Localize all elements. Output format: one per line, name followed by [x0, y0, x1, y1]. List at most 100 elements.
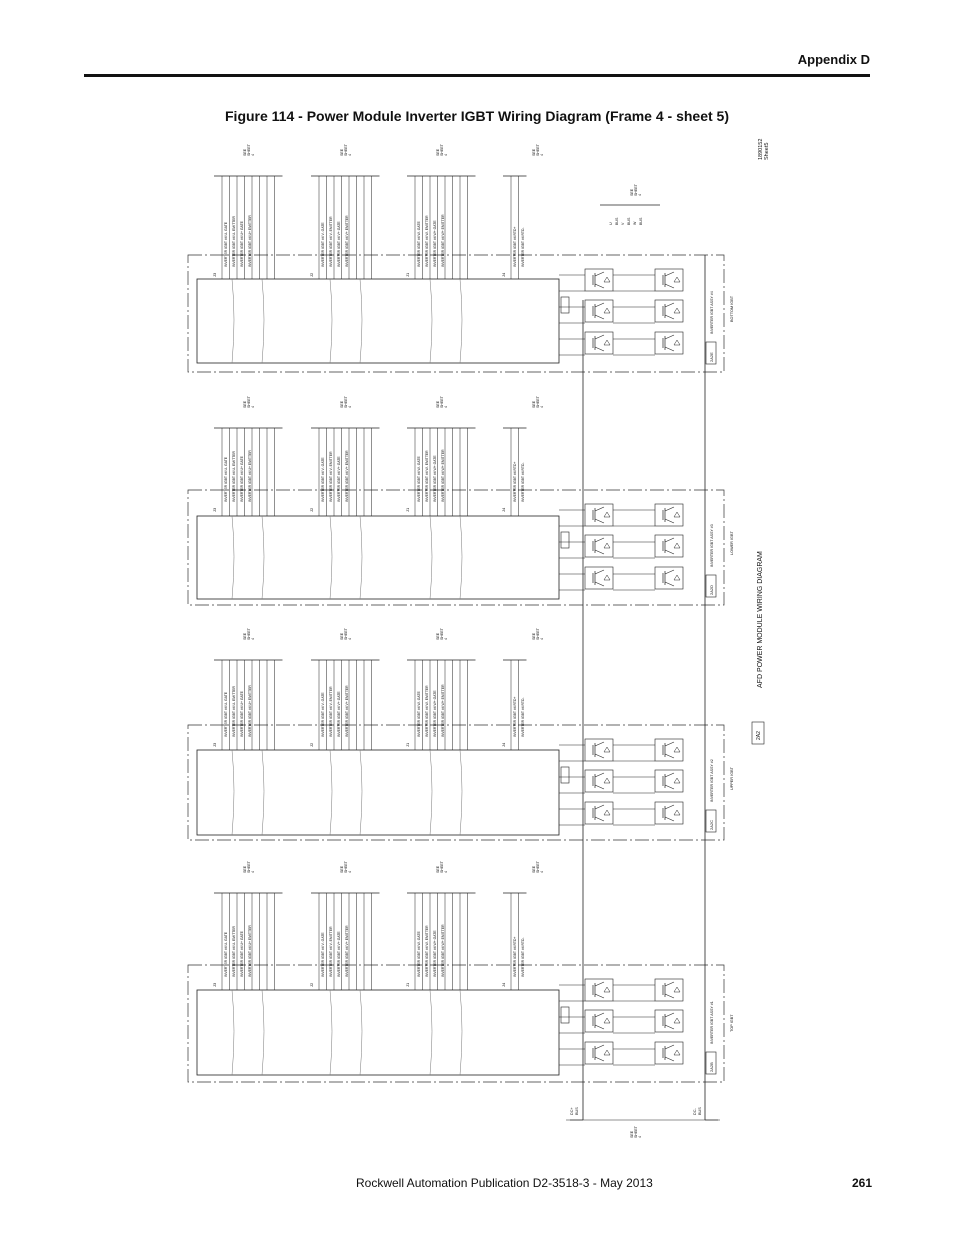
harness-route: [231, 749, 235, 836]
wire-label: INVERTER IGBT #4 RTD+: [513, 462, 517, 502]
see-sheet-label: SEE: [436, 400, 440, 408]
see-sheet-label: SEE: [340, 148, 344, 156]
igbt-module: [584, 503, 614, 527]
igbt-collector: [664, 804, 675, 810]
diode-symbol: [603, 276, 611, 283]
ref-tag-box: [751, 721, 765, 745]
rtd-block: [560, 296, 570, 314]
wire-label: INVERTER IGBT #4 V- EMITTER: [329, 926, 333, 977]
bus-label: BUS: [575, 1107, 579, 1115]
igbt-collector: [594, 334, 605, 340]
igbt-emitter: [594, 993, 605, 999]
igbt-collector: [664, 1044, 675, 1050]
diode-symbol: [673, 276, 681, 283]
igbt-emitter: [594, 549, 605, 555]
connector-label: J2: [309, 507, 314, 512]
connector-label: J3: [212, 982, 217, 987]
harness-route: [359, 515, 363, 600]
igbt-module: [654, 331, 684, 355]
assembly-frame: [187, 964, 725, 1083]
see-sheet-label: 4: [444, 871, 448, 873]
connector-label: J2: [309, 742, 314, 747]
igbt-collector: [664, 1012, 675, 1018]
assembly-tag: 2A2C: [709, 820, 714, 830]
connector-label: J1: [405, 742, 410, 747]
see-sheet-top: SEE: [630, 188, 634, 196]
rtd-block: [560, 766, 570, 784]
igbt-emitter: [664, 314, 675, 320]
igbt-collector: [594, 1012, 605, 1018]
connector-label: J1: [405, 507, 410, 512]
diode-symbol: [673, 777, 681, 784]
output-bus-label: BUS: [615, 217, 619, 225]
assembly-position: LOWER IGBT: [730, 530, 734, 555]
wire-label: INVERTER IGBT #4 V+ EMITTER: [345, 925, 349, 977]
igbt-module: [584, 978, 614, 1002]
igbt-collector: [594, 1044, 605, 1050]
wire-label: INVERTER IGBT #4 W- GATE: [417, 456, 421, 502]
igbt-collector: [664, 537, 675, 543]
igbt-module: [654, 801, 684, 825]
see-sheet-label: SEE: [532, 865, 536, 873]
diode-symbol: [673, 986, 681, 993]
see-sheet-label: 4: [540, 638, 544, 640]
wire-label: INVERTER IGBT #4 RTD-: [521, 937, 525, 977]
diode-symbol: [603, 1017, 611, 1024]
diode-symbol: [603, 746, 611, 753]
see-sheet-label: SHEET: [344, 860, 348, 873]
harness-route: [359, 989, 363, 1076]
sheet-number: Sheet5: [764, 143, 770, 160]
wire-label: INVERTER IGBT #4 W+ EMITTER: [441, 684, 445, 737]
igbt-module: [654, 1009, 684, 1033]
igbt-module: [584, 738, 614, 762]
wire-label: INVERTER IGBT #4 V- GATE: [321, 457, 325, 502]
igbt-collector: [594, 772, 605, 778]
igbt-emitter: [594, 518, 605, 524]
igbt-collector: [664, 334, 675, 340]
assembly-tag: 2A2E: [709, 352, 714, 362]
igbt-emitter: [664, 283, 675, 289]
connector-label: J3: [212, 742, 217, 747]
harness-route: [429, 989, 433, 1076]
see-sheet-label: SHEET: [440, 395, 444, 408]
igbt-module: [654, 268, 684, 292]
wire-label: INVERTER IGBT #4 RTD-: [521, 462, 525, 502]
igbt-emitter: [664, 581, 675, 587]
wire-label: INVERTER IGBT #4 U+ EMITTER: [248, 215, 252, 267]
assembly-name: INVERTER IGBT ASSY #1: [710, 1001, 714, 1044]
diode-symbol: [603, 511, 611, 518]
wire-label: INVERTER IGBT #4 V- EMITTER: [329, 216, 333, 267]
igbt-emitter: [664, 753, 675, 759]
see-sheet-label: SEE: [532, 148, 536, 156]
see-sheet-label: SEE: [436, 865, 440, 873]
igbt-module: [654, 299, 684, 323]
diode-symbol: [673, 307, 681, 314]
see-sheet-label: SEE: [532, 632, 536, 640]
see-sheet-label: SHEET: [536, 860, 540, 873]
igbt-module: [584, 268, 614, 292]
wire-label: INVERTER IGBT #4 W- EMITTER: [425, 215, 429, 267]
see-sheet-label: SEE: [340, 632, 344, 640]
wire-label: INVERTER IGBT #4 W- GATE: [417, 221, 421, 267]
igbt-module: [654, 769, 684, 793]
wire-label: INVERTER IGBT #4 U- EMITTER: [232, 686, 236, 737]
see-sheet-label: 4: [348, 638, 352, 640]
igbt-emitter: [594, 784, 605, 790]
dc-plus-label: DC+: [570, 1107, 574, 1115]
harness-route: [261, 515, 265, 600]
diode-symbol: [603, 986, 611, 993]
igbt-collector: [594, 569, 605, 575]
harness-route: [231, 989, 235, 1076]
assembly-tag-box: [705, 809, 717, 833]
harness-route: [329, 278, 333, 364]
see-sheet-label: SEE: [340, 865, 344, 873]
harness-route: [261, 989, 265, 1076]
assembly-position: UPPER IGBT: [730, 766, 734, 790]
igbt-collector: [594, 506, 605, 512]
see-sheet-label: SHEET: [536, 143, 540, 156]
assembly-tag-box: [705, 574, 717, 598]
igbt-module: [654, 738, 684, 762]
header-rule: [84, 74, 870, 77]
harness-route: [459, 515, 463, 600]
igbt-module: [584, 1041, 614, 1065]
